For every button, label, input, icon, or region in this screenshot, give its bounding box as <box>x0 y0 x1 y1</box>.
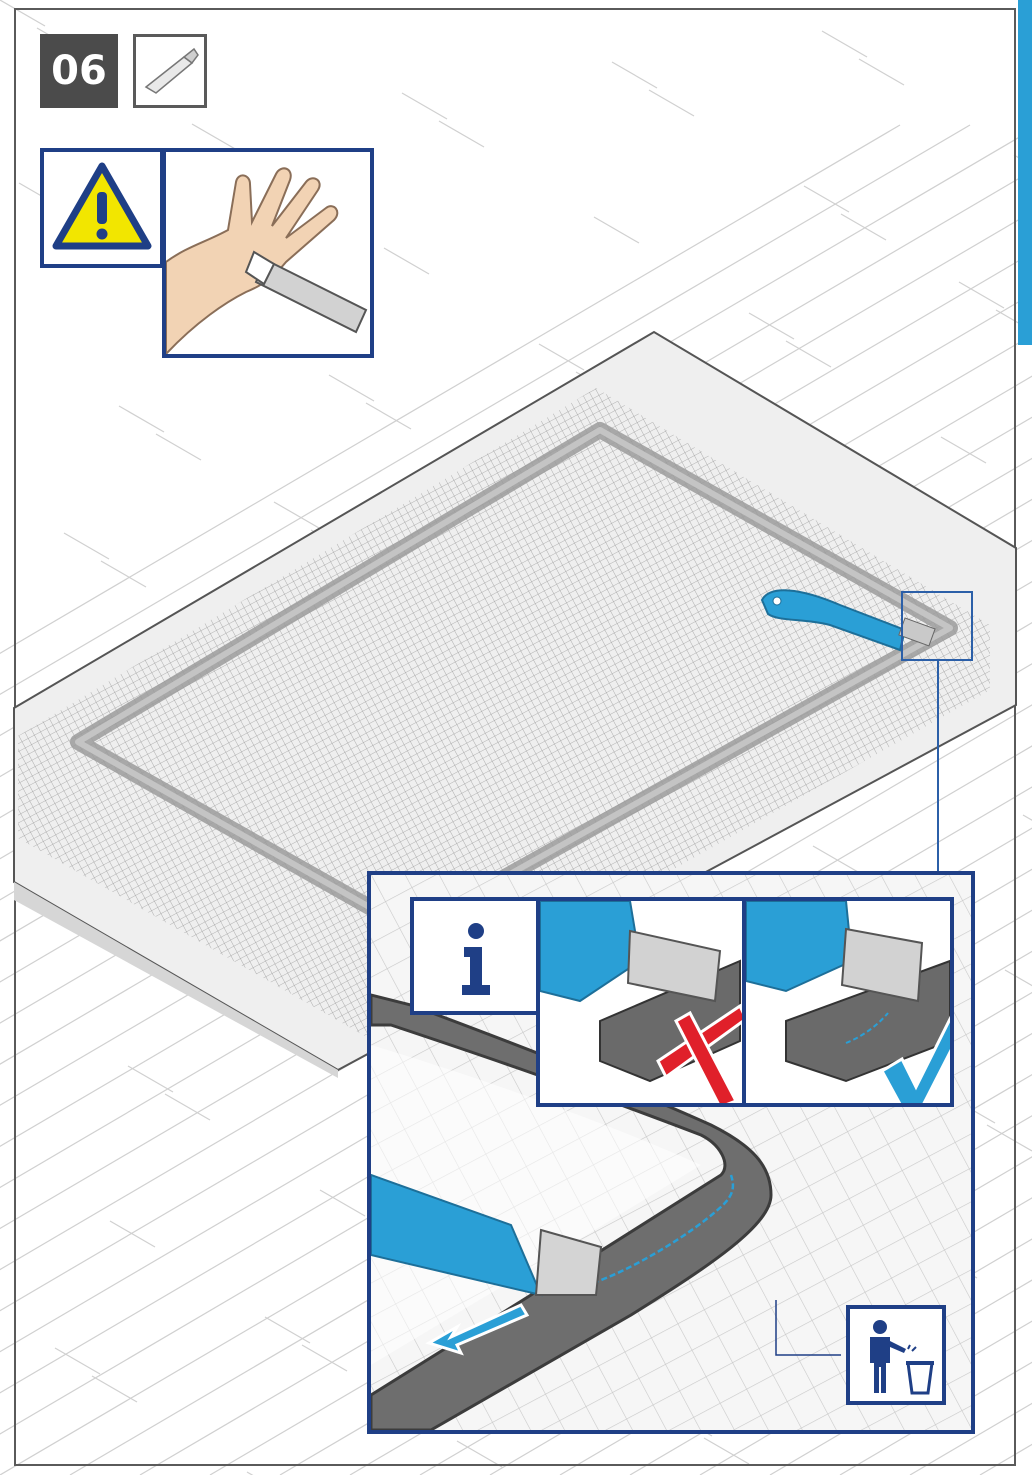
info-box <box>410 897 540 1015</box>
tool-icon-box <box>133 34 207 108</box>
wrong-cut-illustration <box>540 901 742 1103</box>
hand-with-utility-knife <box>166 152 370 354</box>
info-icon <box>414 901 536 1011</box>
dispose-waste-box <box>846 1305 946 1405</box>
correct-method-panel <box>742 897 954 1107</box>
utility-knife-icon <box>136 37 204 105</box>
step-number-badge: 06 <box>40 34 118 108</box>
warning-box <box>40 148 164 268</box>
warning-triangle-icon <box>44 152 160 264</box>
person-trash-bin-icon <box>850 1309 942 1401</box>
correct-cut-illustration <box>746 901 950 1103</box>
wrong-method-panel <box>536 897 746 1107</box>
caution-hand-image <box>162 148 374 358</box>
